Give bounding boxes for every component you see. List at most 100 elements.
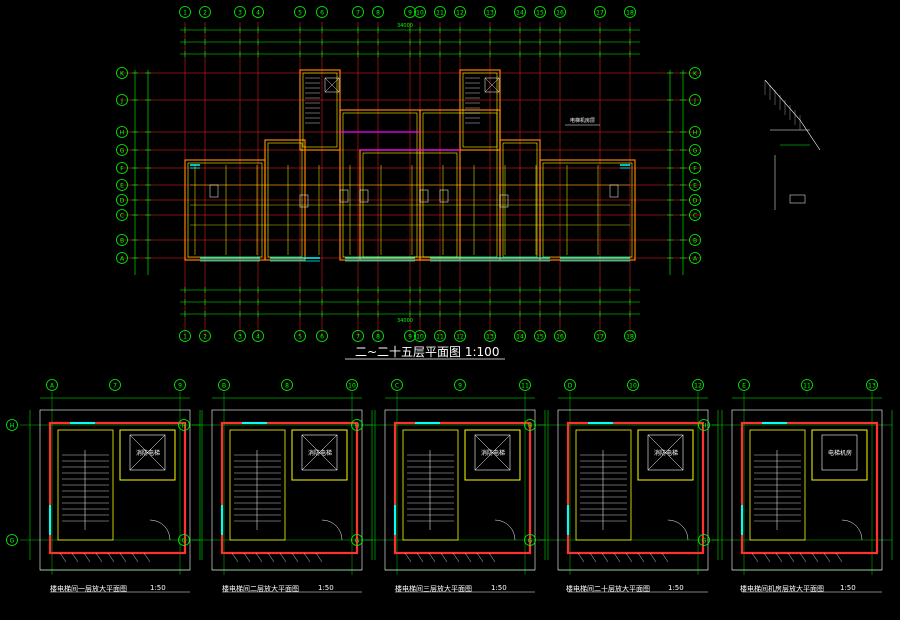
axis-bubble-top: 13: [484, 6, 496, 18]
axis-bubble-circle: [454, 379, 466, 391]
axis-bubble-bottom: 11: [434, 330, 446, 342]
elevator-cross: [647, 434, 684, 471]
axis-bubble-right: J: [689, 94, 701, 106]
axis-bubble-circle: [866, 379, 878, 391]
floor-hatch: [649, 552, 657, 563]
axis-bubble-left: A: [116, 252, 128, 264]
axis-bubble-label: 12: [456, 10, 464, 17]
fixture: [499, 194, 509, 208]
axis-bubble-top: 18: [624, 6, 636, 18]
detail-axis-bubble: 9: [174, 379, 186, 391]
detail-axis-bubble: A: [46, 379, 58, 391]
floor-hatch: [428, 552, 436, 563]
axis-bubble-circle: [234, 6, 246, 18]
axis-bubble-label: 10: [629, 383, 637, 390]
axis-bubble-label: 10: [348, 383, 356, 390]
detail-axis-bubble-left: G: [6, 534, 18, 546]
building-inner-wall: [302, 72, 338, 148]
floor-hatch: [751, 552, 759, 563]
main-plan-title: 二~二十五层平面图 1:100: [355, 345, 500, 359]
axis-bubble-label: 6: [320, 334, 324, 341]
door-swing: [321, 519, 343, 541]
floor-hatch: [416, 552, 424, 563]
axis-bubble-label: E: [742, 383, 746, 390]
axis-bubble-circle: [689, 144, 701, 156]
axis-bubble-bottom: 4: [252, 330, 264, 342]
axis-bubble-circle: [178, 419, 190, 431]
axis-bubble-label: G: [355, 538, 360, 545]
axis-bubble-circle: [116, 67, 128, 79]
floor-hatch: [661, 552, 669, 563]
floor-hatch: [637, 552, 645, 563]
detail-title-5: 楼电梯间机房层放大平面图: [740, 585, 824, 593]
detail-wall: [393, 421, 532, 555]
axis-bubble-circle: [689, 94, 701, 106]
detail-frame: [39, 409, 191, 571]
floor-hatch: [59, 552, 67, 563]
axis-bubble-label: 8: [376, 334, 380, 341]
elevator-room-label: 消防电梯: [136, 449, 160, 457]
axis-bubble-circle: [116, 126, 128, 138]
detail-axis-bubble-left: G: [698, 534, 710, 546]
detail-title-2: 楼电梯间二层放大平面图: [222, 585, 299, 593]
building-wall: [184, 159, 266, 261]
axis-bubble-circle: [519, 379, 531, 391]
axis-bubble-bottom: 8: [372, 330, 384, 342]
floor-hatch: [763, 552, 771, 563]
detail-axis-bubble-left: G: [178, 534, 190, 546]
axis-bubble-circle: [624, 330, 636, 342]
axis-bubble-right: F: [689, 162, 701, 174]
axis-bubble-label: H: [693, 130, 698, 137]
axis-bubble-circle: [404, 6, 416, 18]
axis-bubble-label: H: [702, 423, 707, 430]
detail-axis-bubble: 11: [801, 379, 813, 391]
axis-bubble-circle: [554, 6, 566, 18]
detail-axis-bubble: C: [391, 379, 403, 391]
axis-bubble-circle: [454, 330, 466, 342]
axis-bubble-label: 18: [626, 10, 634, 17]
floor-hatch: [267, 552, 275, 563]
building-inner-wall: [267, 142, 303, 258]
axis-bubble-top: 8: [372, 6, 384, 18]
axis-bubble-circle: [372, 330, 384, 342]
floor-hatch: [71, 552, 79, 563]
axis-bubble-label: 3: [238, 334, 242, 341]
detail-frame: [384, 409, 536, 571]
detail-frame: [731, 409, 883, 571]
axis-bubble-label: J: [120, 98, 123, 105]
axis-bubble-label: H: [182, 423, 187, 430]
axis-bubble-circle: [372, 6, 384, 18]
axis-bubble-label: 9: [408, 334, 412, 341]
axis-bubble-circle: [116, 234, 128, 246]
axis-bubble-label: 11: [436, 334, 444, 341]
axis-bubble-label: 7: [356, 334, 360, 341]
floor-hatch: [404, 552, 412, 563]
axis-bubble-right: A: [689, 252, 701, 264]
axis-bubble-circle: [738, 379, 750, 391]
axis-bubble-label: 17: [596, 334, 604, 341]
detail-axis-bubble: 7: [109, 379, 121, 391]
detail-axis-bubble-left: G: [351, 534, 363, 546]
axis-bubble-top: 15: [534, 6, 546, 18]
elevator-car: [821, 434, 858, 471]
building-wall: [299, 69, 341, 151]
axis-bubble-label: 9: [408, 10, 412, 17]
detail-axis-bubble: 9: [454, 379, 466, 391]
axis-bubble-circle: [689, 179, 701, 191]
axis-bubble-circle: [116, 209, 128, 221]
floor-hatch: [452, 552, 460, 563]
axis-bubble-label: A: [50, 383, 55, 390]
floor-hatch: [577, 552, 585, 563]
floor-hatch: [775, 552, 783, 563]
axis-bubble-circle: [689, 252, 701, 264]
building-wall: [264, 139, 306, 261]
axis-bubble-label: G: [182, 538, 187, 545]
elevator-room-label: 消防电梯: [654, 449, 678, 457]
axis-bubble-label: A: [120, 256, 125, 263]
detail-frame: [211, 409, 363, 571]
axis-bubble-circle: [564, 379, 576, 391]
axis-bubble-circle: [116, 179, 128, 191]
floor-hatch: [787, 552, 795, 563]
elevator-shaft: [324, 77, 340, 93]
axis-bubble-label: 9: [458, 383, 462, 390]
